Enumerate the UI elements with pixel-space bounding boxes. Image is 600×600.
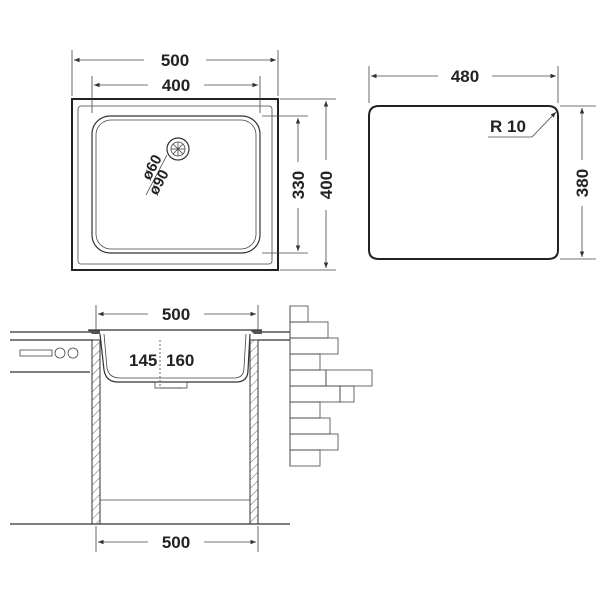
- cabinet-wall-right: [249, 339, 259, 525]
- cabinet-wall-left: [91, 339, 101, 525]
- dim-top-width: 500: [162, 305, 190, 324]
- sink-rim-left: [88, 330, 100, 334]
- knob-icon: [54, 347, 66, 359]
- dim-cutout-width: 480: [451, 67, 479, 86]
- dim-outer-width: 500: [161, 51, 189, 70]
- sink-bowl-inner: [95, 119, 257, 250]
- sink-outer-rim: [71, 98, 279, 271]
- dim-inner-height: 330: [289, 171, 308, 199]
- side-view: 145 160 500: [10, 305, 373, 552]
- top-view: ø60 ø90 500 400 330 400: [71, 50, 336, 271]
- cutout-view: R 10 480 380: [368, 66, 596, 260]
- dim-inner-width: 400: [162, 76, 190, 95]
- sink-rim-right: [250, 330, 262, 334]
- dim-cabinet-width: 500: [162, 533, 190, 552]
- cutout-outline: [368, 105, 559, 260]
- dim-outer-height: 400: [317, 171, 336, 199]
- dim-bowl-right-depth: 160: [166, 351, 194, 370]
- appliance-knob-panel: [19, 349, 53, 357]
- corner-radius: R 10: [490, 117, 526, 136]
- drain-leader: [145, 154, 168, 196]
- drain-icon: [166, 137, 190, 161]
- brick-wall: [289, 305, 373, 467]
- sink-bowl: [91, 115, 261, 254]
- sink-rim-inner-line: [77, 105, 273, 265]
- dim-bowl-left-depth: 145: [129, 351, 157, 370]
- knob-icon: [67, 347, 79, 359]
- dim-cutout-height: 380: [573, 169, 592, 197]
